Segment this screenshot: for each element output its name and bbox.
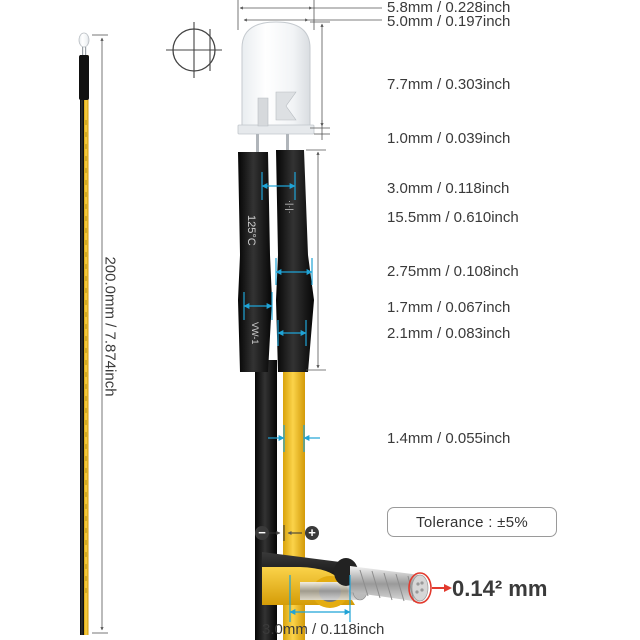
tolerance-badge: Tolerance : ±5% <box>387 507 557 537</box>
wire-gauge-label: 0.14² mm <box>452 576 548 601</box>
dim-sleeve-width: 3.0mm / 0.118inch <box>387 180 510 197</box>
sleeve-measure-arrows <box>243 172 320 452</box>
lens-top-view-symbol <box>166 22 222 78</box>
negative-polarity-icon: − <box>255 526 269 540</box>
full-length-led <box>78 32 90 635</box>
dim-lens-height: 7.7mm / 0.303inch <box>387 76 511 93</box>
dim-sleeve-outer: 2.75mm / 0.108inch <box>387 263 519 280</box>
cable-cross-section <box>262 552 452 622</box>
dim-lead-gap: 1.0mm / 0.039inch <box>387 130 511 147</box>
led-closeup: 125°C VW-1 ·|·|· <box>237 21 315 640</box>
svg-text:125°C: 125°C <box>245 215 257 246</box>
dim-sleeve-inner: 1.7mm / 0.067inch <box>387 299 511 316</box>
dim-wire-diameter: 1.4mm / 0.055inch <box>387 430 511 447</box>
cable-diameter-label: 3.0mm / 0.118inch <box>262 621 385 638</box>
tolerance-text: Tolerance : ±5% <box>416 513 528 531</box>
svg-text:VW-1: VW-1 <box>250 322 260 344</box>
positive-polarity-icon: + <box>305 526 319 540</box>
total-length-label: 200.0mm / 7.874inch <box>101 256 119 397</box>
dim-sleeve-length: 15.5mm / 0.610inch <box>387 209 519 226</box>
dim-sleeve-mid: 2.1mm / 0.083inch <box>387 325 511 342</box>
dim-lens-diameter: 5.0mm / 0.197inch <box>387 13 511 30</box>
svg-text:·|·|·: ·|·|· <box>285 200 295 214</box>
dim-lens-width: 5.8mm / 0.228inch <box>387 0 511 16</box>
gray-dimension-lines <box>237 0 382 371</box>
total-length-dimension <box>92 34 108 634</box>
